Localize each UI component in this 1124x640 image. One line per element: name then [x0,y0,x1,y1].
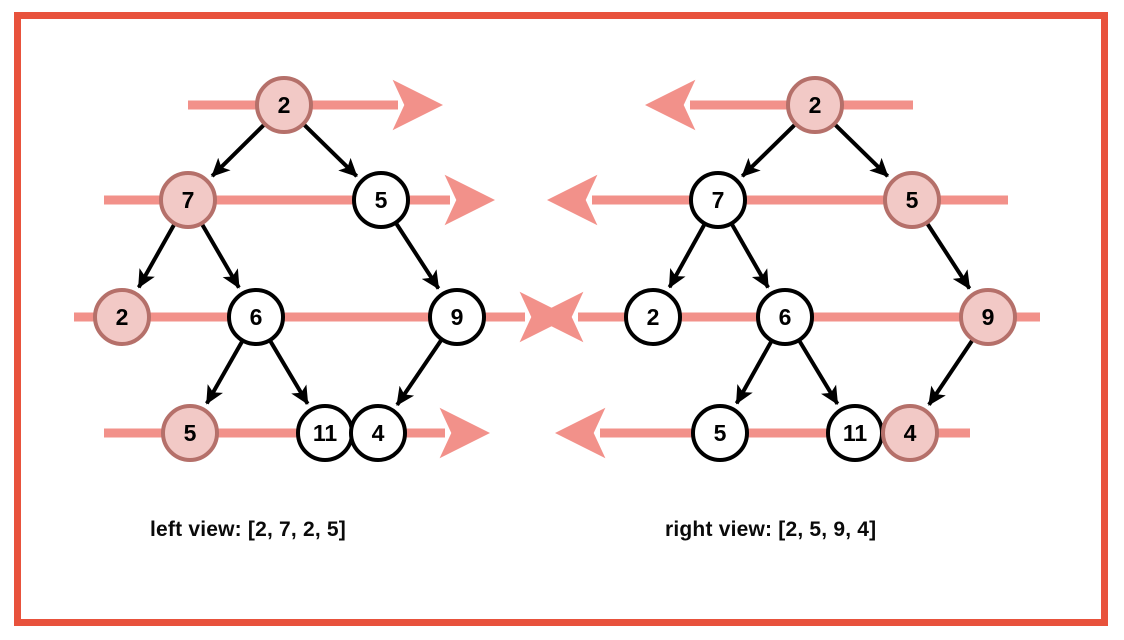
tree-edge-L-n0-to-L-n1 [210,123,266,178]
tree-node-L-n8[interactable]: 4 [349,404,407,462]
tree-edge-R-n1-to-R-n3 [667,223,707,289]
tree-nodes-layer: 2 7 5 2 6 9 5 11 4 2 7 5 2 6 9 5 11 4 [93,76,1017,462]
node-label: 11 [843,420,868,446]
node-label: 9 [982,304,995,330]
left-view-caption: left view: [2, 7, 2, 5] [150,518,346,541]
node-label: 2 [809,92,822,118]
tree-node-R-n4[interactable]: 6 [756,288,814,346]
tree-node-L-n7[interactable]: 11 [296,404,354,462]
right-view-caption: right view: [2, 5, 9, 4] [665,518,877,541]
tree-node-L-n6[interactable]: 5 [161,404,219,462]
tree-edge-L-n0-to-L-n2 [302,123,359,178]
tree-edge-R-n2-to-R-n5 [925,222,972,290]
node-label: 7 [182,187,195,213]
tree-node-R-n1[interactable]: 7 [689,171,747,229]
node-circle [756,288,814,346]
node-circle [349,404,407,462]
node-circle [227,288,285,346]
tree-node-R-n7[interactable]: 11 [826,404,884,462]
node-circle [352,171,410,229]
tree-node-L-n0[interactable]: 2 [255,76,313,134]
tree-edge-L-n4-to-L-n7 [268,340,310,405]
node-label: 5 [906,187,919,213]
tree-edge-L-n1-to-L-n3 [136,223,176,289]
node-circle [159,171,217,229]
node-label: 5 [714,420,727,446]
tree-node-R-n0[interactable]: 2 [786,76,844,134]
tree-node-L-n5[interactable]: 9 [428,288,486,346]
tree-node-R-n5[interactable]: 9 [959,288,1017,346]
node-label: 2 [278,92,291,118]
node-circle [883,171,941,229]
node-circle [161,404,219,462]
tree-edge-R-n4-to-R-n7 [797,339,840,405]
node-circle [689,171,747,229]
tree-edges-layer [136,123,975,407]
node-circle [691,404,749,462]
tree-edge-R-n1-to-R-n4 [730,223,770,289]
node-label: 2 [116,304,129,330]
node-label: 4 [372,420,385,446]
node-circle [624,288,682,346]
node-circle [959,288,1017,346]
node-label: 11 [313,420,338,446]
node-circle [786,76,844,134]
tree-node-L-n1[interactable]: 7 [159,171,217,229]
tree-node-L-n2[interactable]: 5 [352,171,410,229]
node-label: 5 [375,187,388,213]
tree-edge-L-n4-to-L-n6 [205,340,244,405]
node-label: 6 [250,304,263,330]
tree-node-R-n8[interactable]: 4 [881,404,939,462]
tree-edge-L-n1-to-L-n4 [200,223,241,289]
node-label: 4 [904,420,917,446]
tree-node-L-n3[interactable]: 2 [93,288,151,346]
node-label: 7 [712,187,725,213]
node-circle [881,404,939,462]
tree-edge-L-n2-to-L-n5 [394,222,441,290]
tree-node-L-n4[interactable]: 6 [227,288,285,346]
tree-edge-R-n0-to-R-n2 [833,123,890,178]
tree-edge-R-n5-to-R-n8 [927,339,975,406]
node-circle [428,288,486,346]
tree-edge-L-n5-to-L-n8 [395,339,443,407]
node-circle [255,76,313,134]
tree-edge-R-n0-to-R-n1 [740,123,797,178]
node-label: 5 [184,420,197,446]
node-label: 6 [779,304,792,330]
node-circle [93,288,151,346]
node-label: 2 [647,304,660,330]
node-label: 9 [451,304,464,330]
tree-node-R-n3[interactable]: 2 [624,288,682,346]
tree-edge-R-n4-to-R-n6 [734,340,774,405]
tree-node-R-n6[interactable]: 5 [691,404,749,462]
tree-node-R-n2[interactable]: 5 [883,171,941,229]
